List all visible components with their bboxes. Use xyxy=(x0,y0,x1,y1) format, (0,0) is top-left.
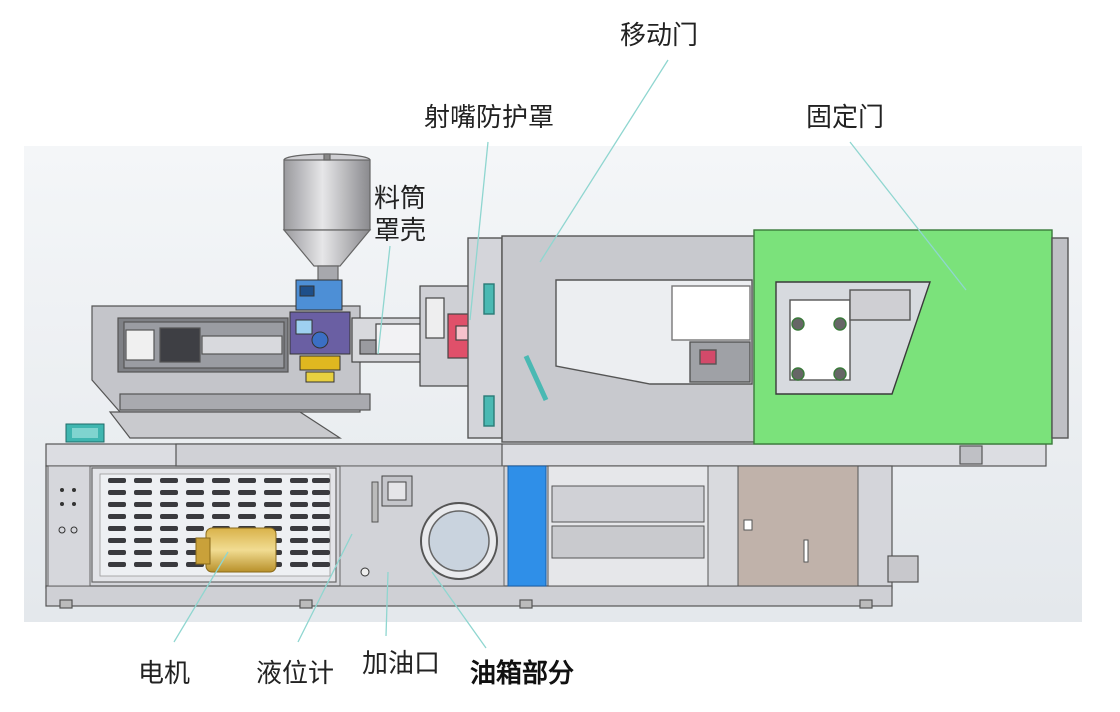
feeder-mechanism xyxy=(289,279,351,383)
fixed-door xyxy=(753,229,1069,445)
oil-tank-panel xyxy=(339,465,505,587)
control-box xyxy=(65,423,105,443)
label-motor: 电机 xyxy=(138,659,191,689)
left-side-panel xyxy=(47,465,91,587)
label-nozzle-shield: 射嘴防护罩 xyxy=(424,103,555,133)
motor-cabinet xyxy=(91,467,337,583)
label-level-gauge: 液位计 xyxy=(256,659,335,689)
label-barrel-cover: 料筒罩壳 xyxy=(374,184,427,246)
blue-panel xyxy=(507,465,547,587)
label-fixed-door: 固定门 xyxy=(806,103,885,133)
label-oil-inlet: 加油口 xyxy=(362,649,441,679)
mobile-door xyxy=(467,235,757,443)
label-mobile-door: 移动门 xyxy=(620,21,699,51)
electrical-drawers xyxy=(547,465,859,587)
label-oil-tank: 油箱部分 xyxy=(470,659,575,689)
leader-lines xyxy=(173,59,967,649)
hopper xyxy=(282,153,372,283)
